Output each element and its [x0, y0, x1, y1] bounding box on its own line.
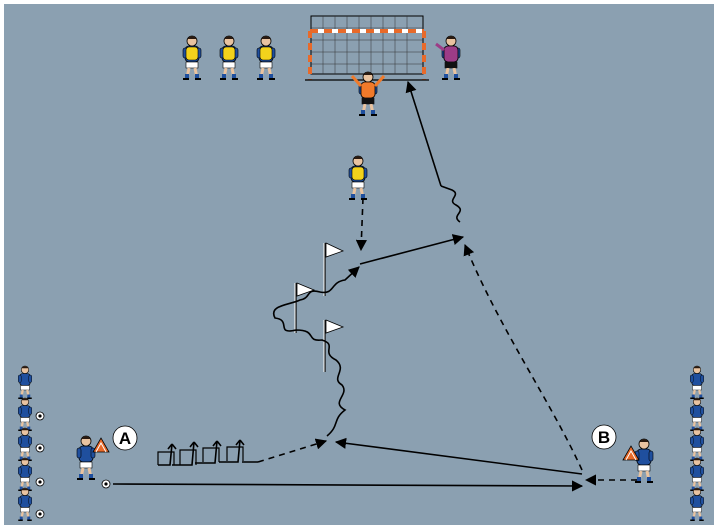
label-b: B	[591, 424, 617, 450]
soccer-ball	[101, 479, 111, 489]
corner-flag	[294, 282, 316, 333]
training-cone	[622, 445, 640, 461]
label-a-text: A	[119, 429, 131, 448]
corner-flag	[323, 319, 345, 372]
mini-hurdle	[157, 446, 244, 465]
corner-flag	[323, 242, 345, 296]
goal-net	[305, 15, 429, 81]
goalkeeper	[350, 70, 386, 117]
queue-right	[689, 364, 705, 522]
label-a: A	[112, 425, 138, 451]
goalkeeper-waiting	[435, 34, 462, 81]
training-cone	[92, 437, 110, 453]
label-b-text: B	[598, 428, 610, 447]
